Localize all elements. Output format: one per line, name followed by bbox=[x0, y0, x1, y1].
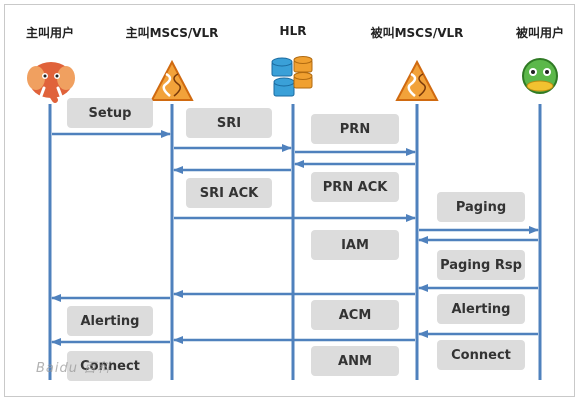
term-mscs-title: 被叫MSCS/VLR bbox=[370, 26, 464, 40]
hlr-title: HLR bbox=[279, 24, 307, 38]
prn-ack-label: PRN ACK bbox=[311, 172, 399, 202]
prn-label: PRN bbox=[311, 114, 399, 144]
paging-rsp-label: Paging Rsp bbox=[437, 250, 525, 280]
sri-label: SRI bbox=[186, 108, 272, 138]
iam-label: IAM bbox=[311, 230, 399, 260]
paging-label: Paging bbox=[437, 192, 525, 222]
alerting-label: Alerting bbox=[67, 306, 153, 336]
acm-label: ACM bbox=[311, 300, 399, 330]
switch-icon bbox=[395, 60, 439, 101]
connect-label-2: Connect bbox=[437, 340, 525, 370]
connect-label: Connect bbox=[67, 351, 153, 381]
database-icon bbox=[271, 56, 313, 97]
alerting-label-2: Alerting bbox=[437, 294, 525, 324]
elephant-icon bbox=[27, 62, 75, 103]
diagram-frame bbox=[4, 4, 575, 397]
baidu-watermark: Baidu 百科 bbox=[36, 361, 112, 376]
duck-icon bbox=[522, 58, 558, 94]
setup-label: Setup bbox=[67, 98, 153, 128]
caller-title: 主叫用户 bbox=[25, 26, 75, 40]
anm-label: ANM bbox=[311, 346, 399, 376]
orig-mscs-title: 主叫MSCS/VLR bbox=[125, 26, 219, 40]
switch-icon bbox=[150, 60, 194, 101]
callee-title: 被叫用户 bbox=[515, 26, 565, 40]
sri-ack-label: SRI ACK bbox=[186, 178, 272, 208]
